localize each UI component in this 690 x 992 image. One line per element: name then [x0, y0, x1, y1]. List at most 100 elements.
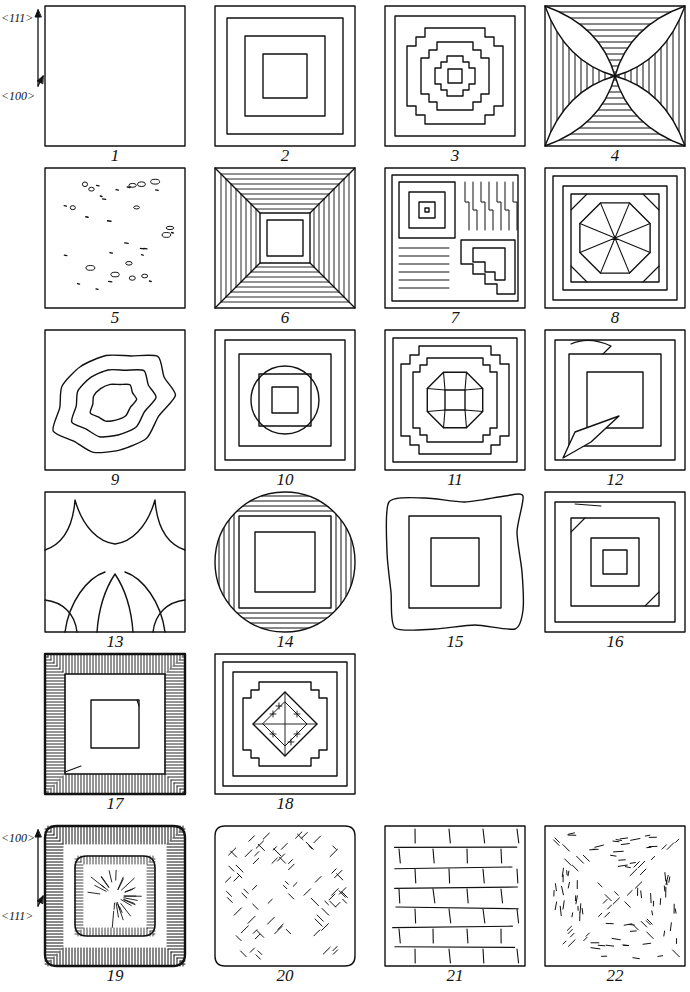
- pattern-line: [563, 416, 619, 458]
- pattern-line: [421, 42, 489, 110]
- pattern-line: [399, 182, 455, 238]
- pattern-line: [65, 572, 165, 632]
- axis-arrow: [37, 76, 43, 86]
- panel-number: 7: [385, 309, 525, 328]
- growth-panel: [215, 168, 355, 308]
- pattern-line: [91, 700, 139, 748]
- pattern-line: [239, 354, 331, 446]
- pattern-line: [385, 6, 525, 146]
- growth-panel: [45, 492, 185, 632]
- pattern-line: [215, 826, 355, 966]
- pattern-inclusion: [162, 233, 171, 238]
- growth-panel: [45, 330, 185, 470]
- hatch-group: [219, 496, 351, 628]
- pattern-line: [259, 374, 311, 426]
- pattern-line: [545, 76, 615, 146]
- pattern-line: [571, 340, 611, 354]
- pattern-line: [215, 168, 355, 308]
- axis-label: <100>: [1, 832, 35, 845]
- pattern-line: [215, 330, 355, 470]
- pattern-line: [409, 516, 501, 608]
- pattern-line: [45, 500, 185, 550]
- panel-number: 13: [45, 633, 185, 652]
- pattern-line: [227, 18, 343, 134]
- pattern-line: [409, 192, 445, 228]
- pattern-line: [245, 36, 325, 116]
- axis-arrow: [35, 10, 41, 86]
- pattern-line: [448, 69, 462, 83]
- pattern-line: [393, 338, 517, 462]
- panel-number: 21: [385, 967, 525, 986]
- pattern-line: [393, 829, 519, 963]
- pattern-inclusion: [111, 272, 119, 277]
- pattern-line: [37, 76, 43, 84]
- pattern-line: [219, 496, 351, 628]
- pattern-inclusion: [82, 182, 87, 187]
- pattern-line: [419, 202, 435, 218]
- pattern-line: [45, 826, 185, 966]
- pattern-line: [215, 168, 355, 308]
- panel-number: 2: [215, 147, 355, 166]
- panel-number: 5: [45, 309, 185, 328]
- pattern-line: [215, 6, 355, 146]
- pattern-line: [223, 662, 347, 786]
- pattern-line: [253, 692, 317, 756]
- pattern-line: [563, 186, 667, 290]
- pattern-inclusion: [89, 187, 95, 191]
- pattern-line: [37, 896, 43, 904]
- growth-panel: [385, 330, 525, 470]
- pattern-line: [395, 16, 515, 136]
- pattern-line: [97, 574, 133, 632]
- pattern-inclusion: [137, 182, 145, 187]
- growth-panel: [545, 492, 685, 632]
- growth-panel: [385, 826, 525, 966]
- pattern-line: [215, 492, 355, 632]
- pattern-line: [72, 370, 157, 437]
- growth-panel: [215, 330, 355, 470]
- growth-panel: [45, 6, 185, 146]
- pattern-line: [615, 6, 685, 76]
- pattern-line: [425, 208, 429, 212]
- pattern-line: [461, 240, 515, 294]
- pattern-line: [555, 340, 675, 460]
- pattern-inclusion: [86, 266, 95, 271]
- pattern-line: [427, 372, 482, 427]
- panel-number: 11: [385, 471, 525, 490]
- pattern-line: [251, 366, 319, 434]
- panel-number: 3: [385, 147, 525, 166]
- pattern-line: [38, 76, 43, 86]
- pattern-line: [571, 194, 659, 282]
- pattern-line: [38, 896, 43, 906]
- pattern-line: [215, 654, 355, 794]
- pattern-line: [571, 504, 659, 606]
- pattern-line: [37, 10, 38, 86]
- growth-panel: [45, 826, 185, 966]
- pattern-inclusion: [129, 276, 135, 280]
- panel-number: 19: [45, 967, 185, 986]
- pattern-line: [392, 175, 518, 301]
- pattern-line: [555, 502, 675, 622]
- pattern-line: [35, 10, 41, 17]
- pattern-line: [64, 185, 173, 289]
- pattern-line: [553, 176, 677, 300]
- pattern-line: [545, 6, 685, 146]
- panel-number: 1: [45, 147, 185, 166]
- pattern-line: [545, 168, 685, 308]
- pattern-line: [45, 168, 185, 308]
- pattern-line: [65, 700, 139, 772]
- pattern-line: [253, 692, 317, 756]
- pattern-line: [615, 76, 685, 146]
- pattern-line: [386, 494, 523, 630]
- growth-panel: [545, 6, 685, 146]
- pattern-line: [90, 384, 137, 421]
- axis-arrow: [35, 830, 41, 906]
- pattern-line: [571, 518, 659, 606]
- pattern-line: [45, 654, 185, 794]
- pattern-line: [571, 194, 659, 282]
- growth-panel: [386, 494, 523, 630]
- panel-number: 17: [45, 795, 185, 814]
- panel-number: 15: [385, 633, 525, 652]
- pattern-line: [225, 340, 345, 460]
- axis-label: <111>: [1, 12, 33, 25]
